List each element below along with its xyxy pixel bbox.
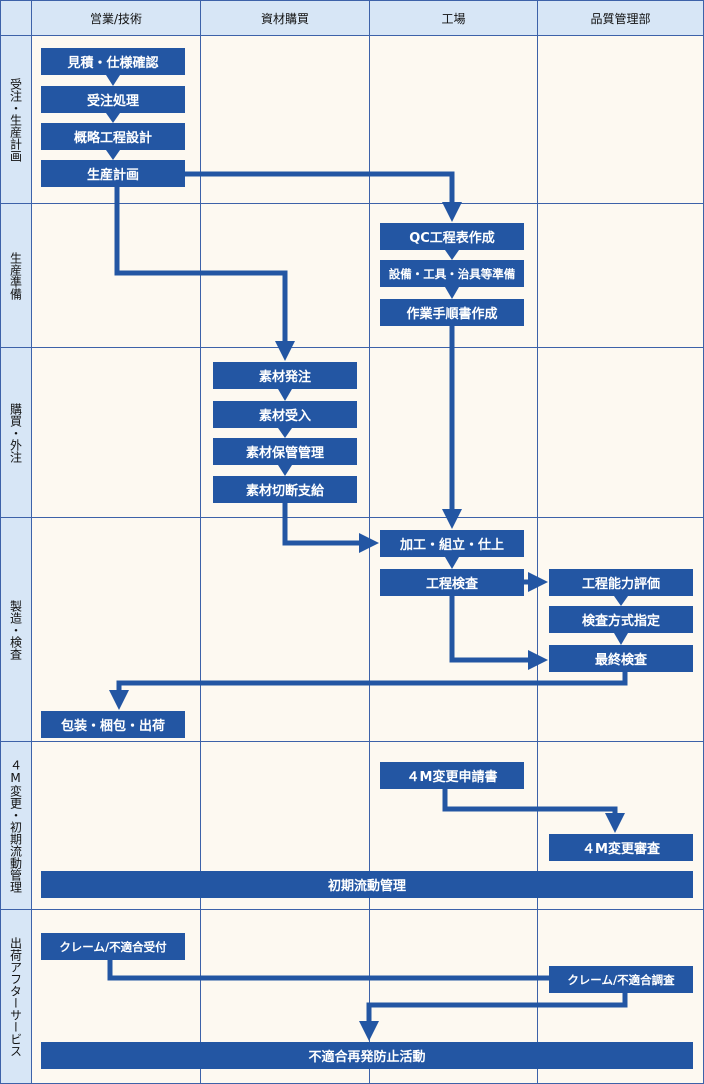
arrow-claim-investigation-to-prevention: [359, 993, 628, 1041]
corner-cell: [0, 0, 32, 36]
arrow-step: [614, 633, 628, 645]
step-production-plan: 生産計画: [41, 160, 185, 187]
arrow-inspection-to-final: [449, 596, 548, 670]
step-4m-change-request: ４M変更申請書: [380, 762, 524, 789]
step-final-inspection: 最終検査: [549, 645, 693, 672]
lane-cell: [537, 203, 704, 348]
arrow-plan-to-qc: [185, 171, 462, 222]
step-initial-flow-management: 初期流動管理: [41, 871, 693, 898]
arrow-final-to-packing: [109, 672, 628, 710]
arrow-step: [278, 465, 292, 476]
arrow-step: [106, 150, 120, 160]
step-claim-receipt: クレーム/不適合受付: [41, 933, 185, 960]
step-equipment-prep: 設備・工具・治具等準備: [380, 260, 524, 287]
step-capability-evaluation: 工程能力評価: [549, 569, 693, 596]
lane-cell: [537, 347, 704, 518]
step-work-procedure: 作業手順書作成: [380, 299, 524, 326]
step-machining-assembly: 加工・組立・仕上: [380, 530, 524, 557]
arrow-step: [278, 389, 292, 401]
lane-cell: [537, 35, 704, 204]
lane-label: 出荷アフターサービス: [0, 909, 32, 1084]
step-claim-investigation: クレーム/不適合調査: [549, 966, 693, 993]
lane-label: ４M変更・初期流動管理: [0, 741, 32, 910]
arrow-step: [278, 428, 292, 438]
step-material-receipt: 素材受入: [213, 401, 357, 428]
arrow-supply-to-machining: [282, 503, 379, 553]
step-material-storage: 素材保管管理: [213, 438, 357, 465]
step-process-inspection: 工程検査: [380, 569, 524, 596]
lane-label: 購買・外注: [0, 347, 32, 518]
step-order-processing: 受注処理: [41, 86, 185, 113]
step-inspection-method: 検査方式指定: [549, 606, 693, 633]
arrow-step: [445, 250, 459, 260]
lane-cell: [31, 347, 201, 518]
lane-label: 受注・生産計画: [0, 35, 32, 204]
step-4m-change-review: ４M変更審査: [549, 834, 693, 861]
step-packing-shipping: 包装・梱包・出荷: [41, 711, 185, 738]
line-claim-receipt-to-investigation: [107, 960, 549, 981]
arrow-step: [445, 287, 459, 299]
lane-label: 製造・検査: [0, 517, 32, 742]
lane-cell: [200, 517, 370, 742]
arrow-4m-request-to-review: [442, 789, 625, 833]
arrow-step: [445, 557, 459, 569]
arrow-step: [106, 113, 120, 123]
column-header-sales: 営業/技術: [31, 0, 201, 36]
step-material-order: 素材発注: [213, 362, 357, 389]
arrow-plan-to-order: [114, 187, 295, 361]
step-recurrence-prevention: 不適合再発防止活動: [41, 1042, 693, 1069]
step-rough-process-design: 概略工程設計: [41, 123, 185, 150]
arrow-step: [106, 75, 120, 86]
step-estimate-spec: 見積・仕様確認: [41, 48, 185, 75]
step-qc-chart: QC工程表作成: [380, 223, 524, 250]
step-material-cut-supply: 素材切断支給: [213, 476, 357, 503]
arrow-step: [614, 596, 628, 606]
